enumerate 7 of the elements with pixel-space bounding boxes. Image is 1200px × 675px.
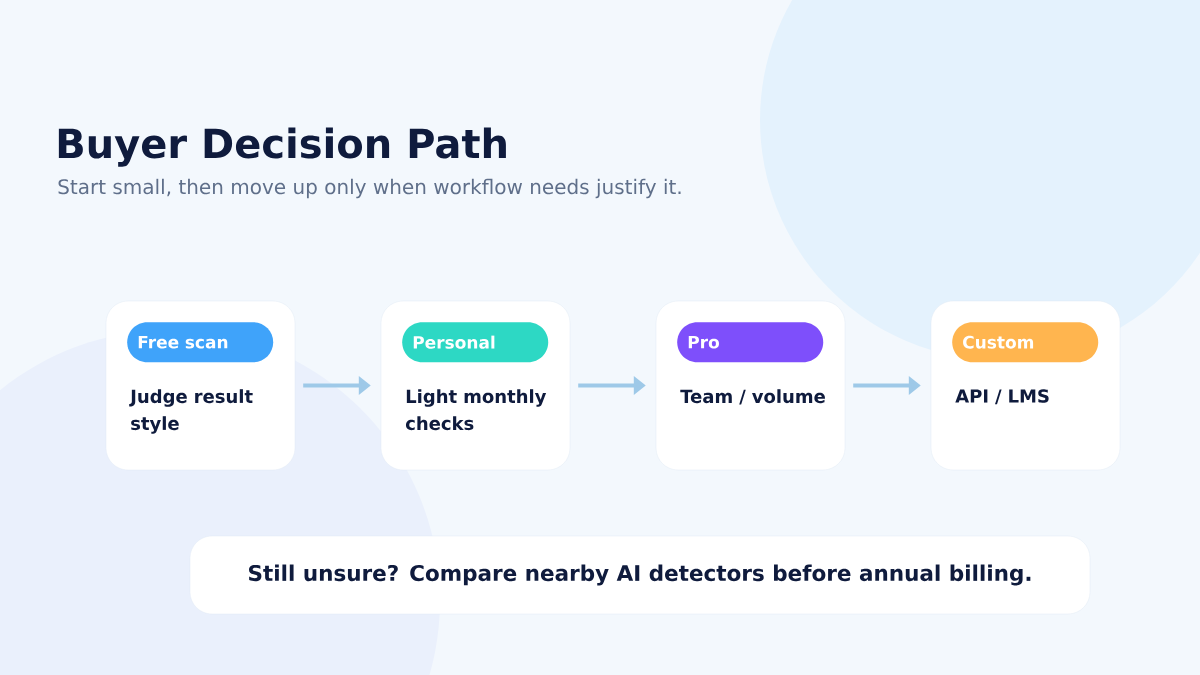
plan-pill: Pro [677, 322, 824, 363]
plan-pill: Custom [952, 322, 1099, 363]
note-box: Still unsure? Compare nearby AI detectors before annual billing. [189, 535, 1091, 615]
subtitle: Start small, then move up only when workflow needs justify it. [58, 178, 681, 199]
title: Buyer Decision Path [58, 127, 506, 167]
plan-pill: Personal [402, 322, 549, 363]
plan-pill: Free scan [127, 322, 274, 363]
